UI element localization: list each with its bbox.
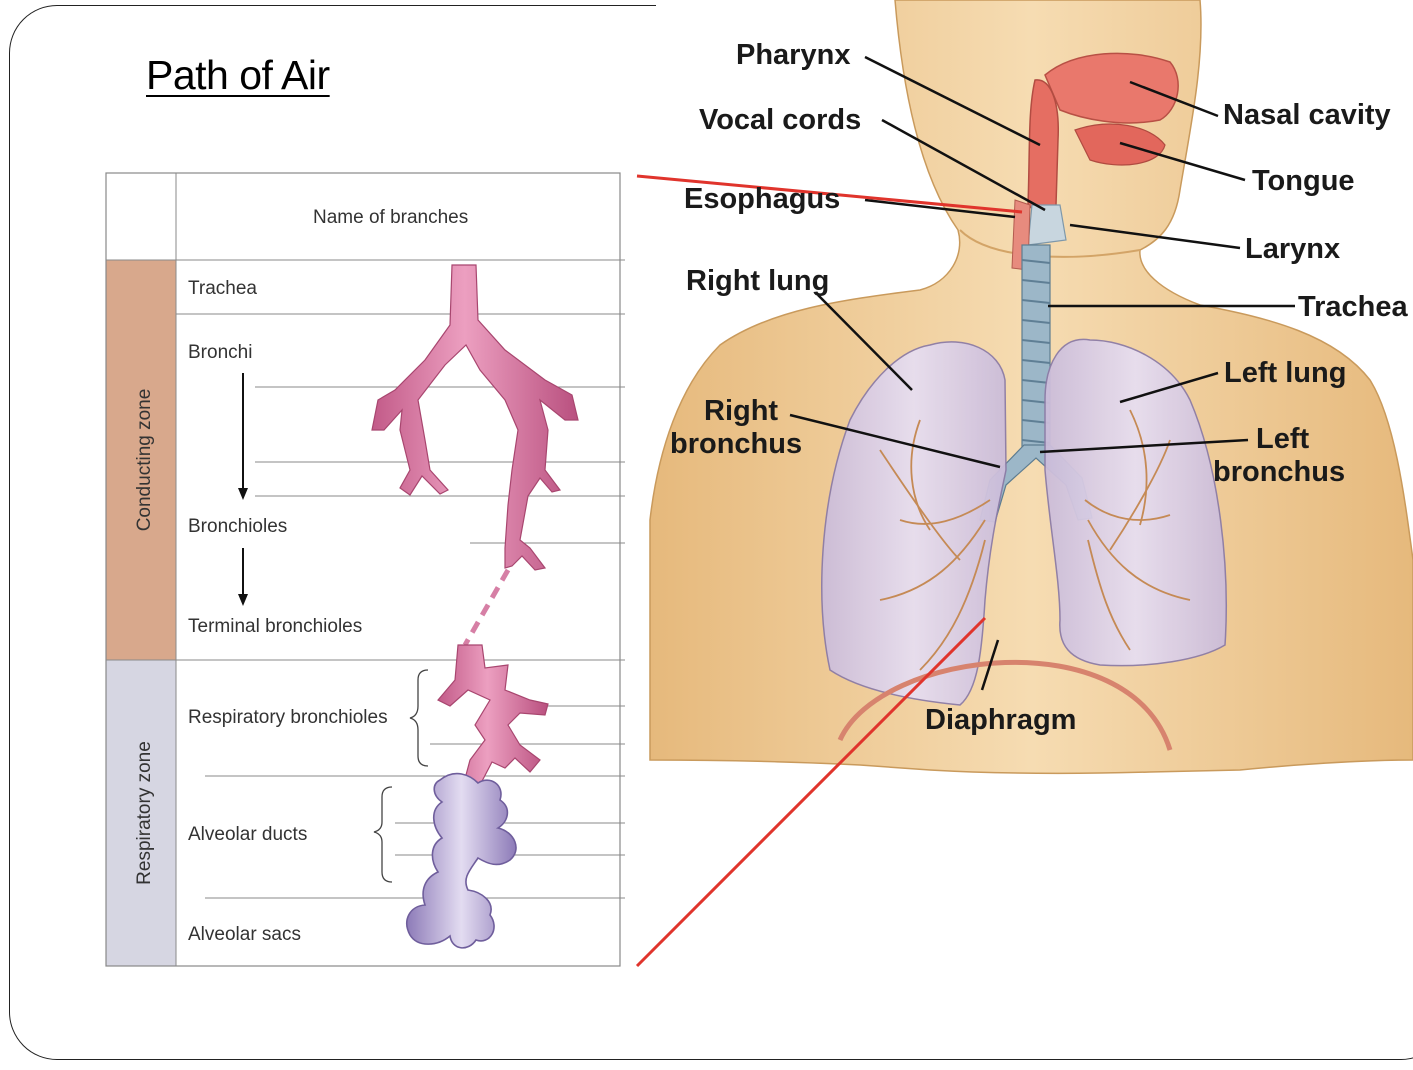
table-header: Name of branches xyxy=(313,207,468,228)
branch-label-alveolar-sacs: Alveolar sacs xyxy=(188,924,301,945)
trachea-tube xyxy=(371,264,579,571)
terminal-connector-dashed xyxy=(462,568,511,647)
label-pharynx: Pharynx xyxy=(736,39,850,71)
anatomy-labels: Pharynx Vocal cords Esophagus Right lung… xyxy=(670,39,1408,736)
table-border xyxy=(105,172,621,967)
label-left-bronchus-line2: bronchus xyxy=(1213,456,1345,488)
upper-connector-line xyxy=(636,174,1023,214)
trachea-rings xyxy=(1021,259,1051,444)
tongue-shape xyxy=(1074,123,1166,166)
diaphragm-shape xyxy=(837,659,1173,751)
bronchial-tree-left xyxy=(1084,409,1191,651)
label-left-bronchus-line1: Left xyxy=(1256,423,1310,455)
down-arrow-bronchi xyxy=(238,373,248,500)
label-esophagus: Esophagus xyxy=(684,183,840,215)
branch-label-respiratory-bronchioles: Respiratory bronchioles xyxy=(188,707,388,728)
zone-label-respiratory: Respiratory zone xyxy=(134,741,155,885)
label-larynx: Larynx xyxy=(1245,233,1340,265)
branch-table: Name of branches Conducting zone Respira… xyxy=(105,172,625,967)
zone-band-respiratory xyxy=(106,660,176,966)
nasal-cavity-shape xyxy=(1044,52,1179,124)
down-arrow-bronchioles xyxy=(238,548,248,606)
label-left-lung: Left lung xyxy=(1224,357,1346,389)
branch-label-bronchi: Bronchi xyxy=(188,342,252,363)
branch-label-alveolar-ducts: Alveolar ducts xyxy=(188,824,307,845)
red-connector-lines xyxy=(635,174,1023,968)
anatomy-leader-lines xyxy=(789,55,1295,691)
table-grid xyxy=(106,173,625,966)
airway-tree-drawing xyxy=(371,264,579,949)
pharynx-shape xyxy=(1027,79,1059,216)
anatomy-illustration xyxy=(649,0,1413,775)
label-trachea: Trachea xyxy=(1298,291,1408,323)
alveolar-cluster xyxy=(406,772,517,949)
bronchial-tree-right xyxy=(879,419,991,671)
label-right-lung: Right lung xyxy=(686,265,829,297)
left-lung-shape xyxy=(1044,338,1227,667)
branch-label-bronchioles: Bronchioles xyxy=(188,516,287,537)
lower-connector-line xyxy=(635,616,987,968)
larynx-shape xyxy=(1027,204,1067,246)
slide-title: Path of Air xyxy=(146,52,330,98)
brace-alveolar-ducts xyxy=(373,786,393,883)
label-vocal-cords: Vocal cords xyxy=(699,104,861,136)
label-diaphragm: Diaphragm xyxy=(925,704,1076,736)
branch-label-terminal-bronchioles: Terminal bronchioles xyxy=(188,616,362,637)
zone-label-conducting: Conducting zone xyxy=(134,389,155,532)
brace-respiratory-bronchioles xyxy=(409,669,429,767)
label-right-bronchus-line2: bronchus xyxy=(670,428,802,460)
label-tongue: Tongue xyxy=(1252,165,1355,197)
respiratory-bronchiole-tube xyxy=(437,644,549,791)
label-right-bronchus-line1: Right xyxy=(704,395,778,427)
label-nasal-cavity: Nasal cavity xyxy=(1223,99,1391,131)
zone-band-conducting xyxy=(106,260,176,660)
branch-label-trachea: Trachea xyxy=(188,278,257,299)
